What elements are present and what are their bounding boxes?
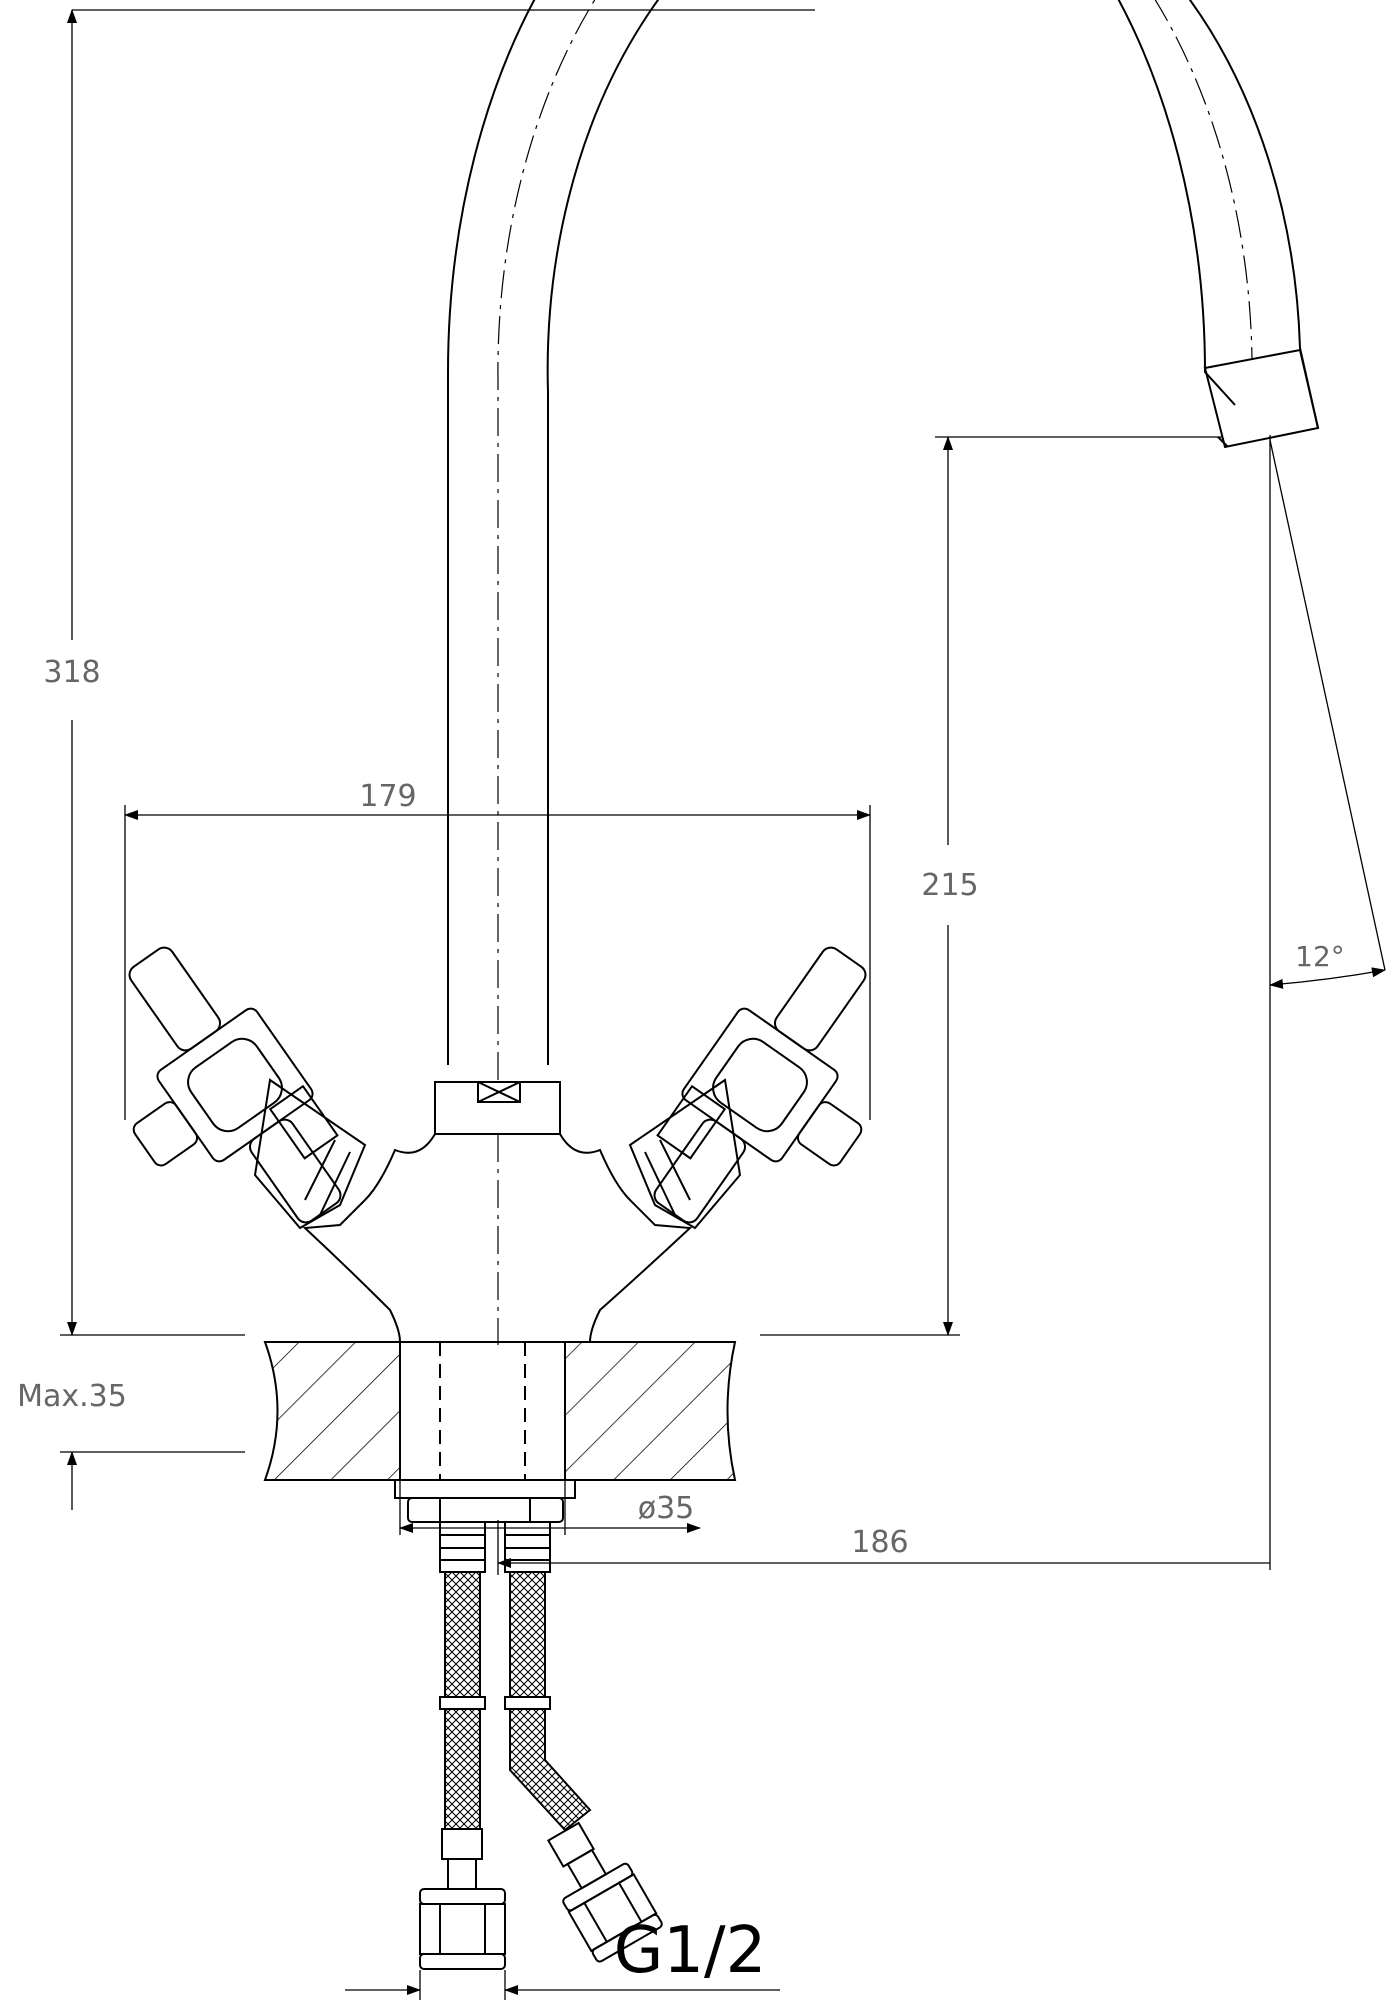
hose-thread-label: G1/2 [614,1914,767,1988]
total-height-label: 318 [43,655,100,690]
right-hose [504,1521,663,1963]
spout [447,0,1320,1080]
spout-height-label: 215 [921,868,978,903]
deck-thickness-label: Max.35 [17,1379,127,1414]
mounting-nut [394,1479,576,1523]
aerator [1203,348,1320,449]
left-valve-handle [128,946,367,1230]
spout-angle-label: 12° [1295,940,1345,973]
right-valve-handle [628,946,867,1230]
left-hose [419,1521,506,1970]
dimension-lines [60,8,1386,2000]
countertop-section [263,1341,737,1481]
spout-reach-label: 186 [851,1525,908,1560]
spread-width-label: 179 [359,779,416,814]
mounting-hole-label: ø35 [638,1491,695,1526]
faucet-body [302,1081,693,1345]
